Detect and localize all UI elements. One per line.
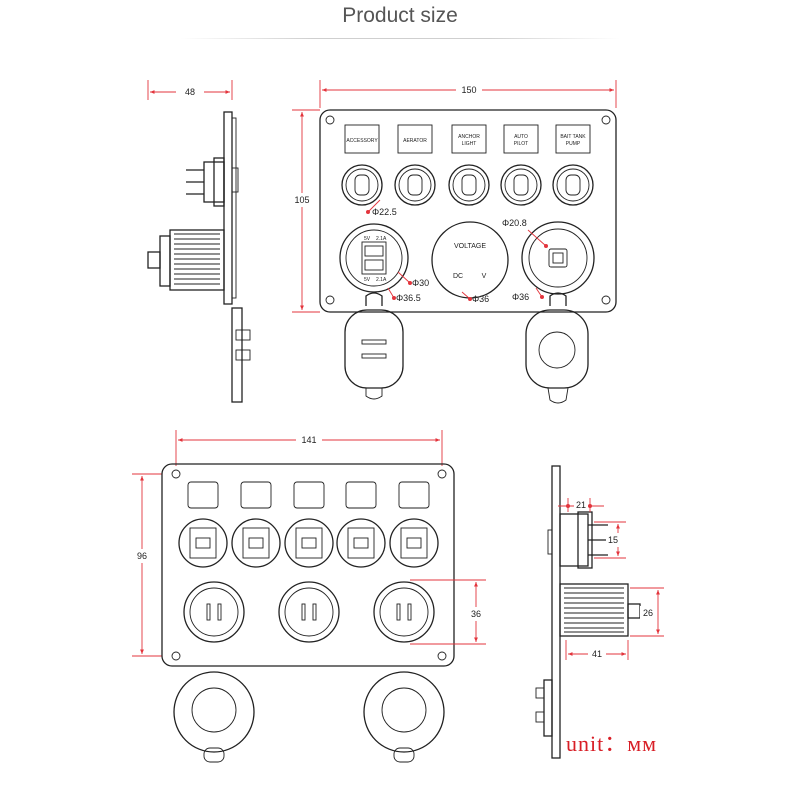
dim-socket-depth: 41 <box>592 649 602 659</box>
page-title: Product size <box>342 4 458 27</box>
label-bait-tank: BAIT TANK <box>560 134 586 140</box>
dim-socket-diameter: Φ36 <box>512 292 529 302</box>
label-aerator: AERATOR <box>403 138 427 144</box>
voltmeter-dc: DC <box>453 273 463 280</box>
power-socket <box>521 221 595 295</box>
dim-back-height: 96 <box>137 551 147 561</box>
dim-switch-diameter: Φ22.5 <box>372 207 397 217</box>
label-auto: AUTO <box>514 134 528 140</box>
usb-label-2: 2.1A <box>376 236 387 242</box>
voltmeter-title: VOLTAGE <box>454 243 486 250</box>
label-anchor: ANCHOR <box>458 134 480 140</box>
dim-side-width: 48 <box>185 87 195 97</box>
label-pilot: PILOT <box>514 141 528 147</box>
dim-back-width: 141 <box>301 435 316 445</box>
usb-label-4: 2.1A <box>376 277 387 283</box>
side-view-top: 48 <box>147 80 251 403</box>
dim-socket-inner-diameter: Φ20.8 <box>502 218 527 228</box>
side-view-bottom: 21 15 26 41 <box>535 465 664 759</box>
back-view: 141 96 <box>132 430 486 763</box>
dim-usb-outer-diameter: Φ36.5 <box>396 293 421 303</box>
voltmeter: VOLTAGE DC V <box>431 221 509 299</box>
usb-label-3: 5V <box>364 277 371 283</box>
dim-socket-height: 26 <box>643 608 653 618</box>
usb-label-1: 5V <box>364 236 371 242</box>
back-label-slots <box>187 481 430 509</box>
label-pump: PUMP <box>566 141 581 147</box>
dim-voltmeter-diameter: Φ36 <box>472 294 489 304</box>
dust-caps-front <box>344 292 589 404</box>
back-socket-bodies <box>183 581 435 643</box>
switch-label-boxes: ACCESSORY AERATOR ANCHOR LIGHT AUTO PILO… <box>344 124 591 154</box>
front-view: 150 105 ACCESSORY AERATOR ANCHOR LIGHT A… <box>291 80 617 404</box>
rocker-switches <box>341 164 594 206</box>
dim-back-socket: 36 <box>471 609 481 619</box>
dim-switch-pitch: 21 <box>576 500 586 510</box>
label-light: LIGHT <box>462 141 477 147</box>
title-divider <box>180 38 620 39</box>
dim-front-width: 150 <box>461 85 476 95</box>
back-switch-bodies <box>178 518 439 568</box>
label-accessory: ACCESSORY <box>346 138 378 144</box>
title-area: Product size <box>0 0 800 44</box>
dim-front-height: 105 <box>294 195 309 205</box>
voltmeter-v: V <box>482 273 487 280</box>
usb-charger: 5V 2.1A 5V 2.1A <box>339 223 409 293</box>
dim-switch-height: 15 <box>608 535 618 545</box>
dim-usb-diameter: Φ30 <box>412 278 429 288</box>
unit-label: unit：мм <box>566 731 658 756</box>
dust-caps-back <box>173 671 445 763</box>
